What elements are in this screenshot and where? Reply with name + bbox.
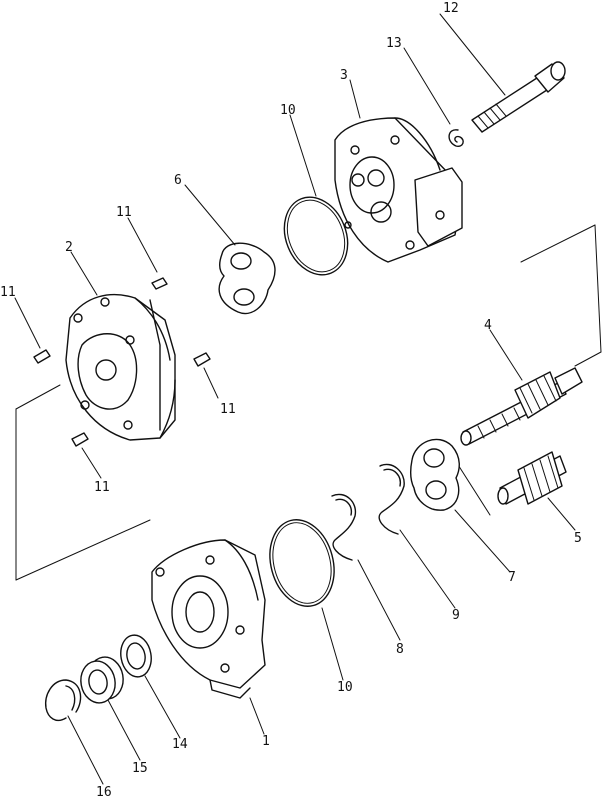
callout-8: 8 <box>396 642 404 657</box>
callout-9: 9 <box>452 608 460 623</box>
part-16-snap-ring <box>45 679 82 722</box>
callout-10-upper: 10 <box>280 103 296 118</box>
callout-14: 14 <box>172 737 188 752</box>
callout-2: 2 <box>65 240 73 255</box>
callout-labels: 12 13 3 10 6 11 2 11 4 11 11 5 7 9 8 10 … <box>0 1 582 798</box>
callout-4: 4 <box>484 318 492 333</box>
callout-15: 15 <box>132 761 148 776</box>
callout-11-bottom: 11 <box>94 480 110 495</box>
callout-11-right: 11 <box>220 402 236 417</box>
callout-11-left: 11 <box>0 285 16 300</box>
callout-13: 13 <box>386 36 402 51</box>
part-11-dowel-pins <box>33 277 211 447</box>
callout-10-lower: 10 <box>337 680 353 695</box>
callout-7: 7 <box>508 570 516 585</box>
callout-12: 12 <box>443 1 459 16</box>
part-6-gasket <box>218 242 276 315</box>
part-5-driven-gear <box>497 451 567 505</box>
part-10-o-ring-lower <box>269 519 335 607</box>
part-15-bearing <box>80 656 124 704</box>
part-2-gear-body <box>65 294 176 441</box>
callout-6: 6 <box>174 173 182 188</box>
part-8-seal <box>331 493 357 561</box>
part-12-bolt <box>471 61 566 133</box>
part-7-plate <box>409 438 460 511</box>
part-4-drive-shaft <box>460 367 583 446</box>
callout-lines <box>14 13 576 785</box>
callout-16: 16 <box>96 785 112 798</box>
callout-11-top: 11 <box>116 205 132 220</box>
part-14-washer <box>120 634 152 678</box>
callout-5: 5 <box>574 531 582 546</box>
callout-3: 3 <box>340 68 348 83</box>
callout-1: 1 <box>262 734 270 749</box>
leader-lines <box>15 224 602 581</box>
part-13-snap-ring <box>448 129 464 148</box>
part-3-rear-cover <box>334 117 463 263</box>
part-10-o-ring-upper <box>283 196 349 276</box>
part-1-front-housing <box>151 539 266 699</box>
part-9-seal <box>378 463 405 535</box>
